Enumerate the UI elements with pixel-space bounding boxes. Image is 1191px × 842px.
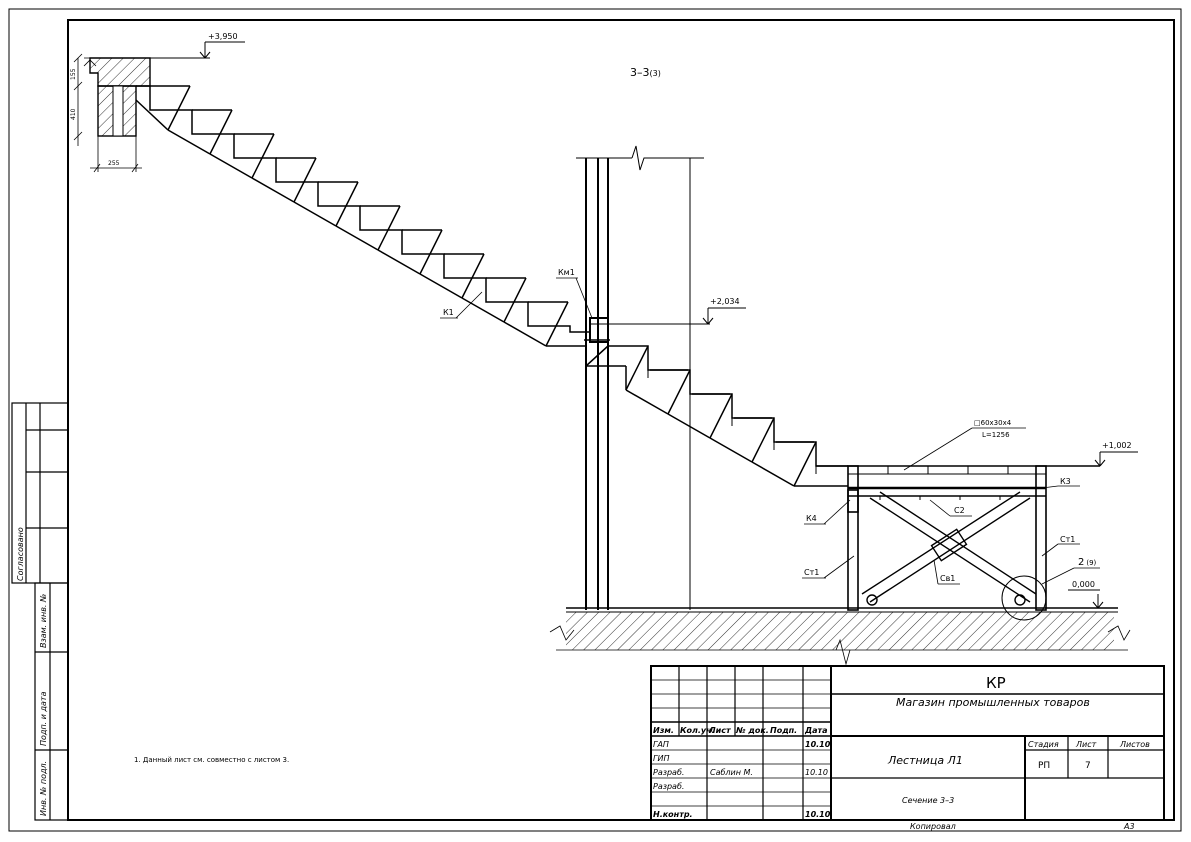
- tb-stage: РП: [1038, 761, 1050, 771]
- leader-k4: [823, 499, 851, 525]
- tb-stage-label: Стадия: [1028, 740, 1059, 749]
- margin-vzam-inv: Взам. инв. №: [39, 594, 48, 648]
- tb-header-izm: Изм.: [653, 726, 674, 735]
- label-km1: Км1: [558, 268, 575, 277]
- upper-flight-ticks: [149, 86, 529, 310]
- elevation-landing-label: +2,034: [710, 297, 740, 306]
- label-c2: С2: [954, 506, 965, 515]
- margin-podp-data: Подп. и дата: [39, 691, 48, 746]
- label-ct1-left: Ст1: [804, 568, 819, 577]
- tb-sheets-label: Листов: [1119, 740, 1150, 749]
- tb-row-date-5: 10.10: [805, 810, 831, 819]
- elevation-mark-top: [150, 41, 245, 59]
- tb-header-kol: Кол.уч.: [680, 726, 715, 735]
- tb-project: Магазин промышленных товаров: [896, 696, 1090, 709]
- tb-sheet-name: Сечение 3–3: [902, 796, 954, 805]
- tb-row-name-2: Саблин М.: [710, 768, 753, 777]
- leader-km1: [575, 277, 593, 319]
- label-node-2: 2(9): [1078, 557, 1097, 568]
- leader-cv1: [933, 559, 939, 585]
- title-block: [650, 665, 1165, 821]
- label-k4: К4: [806, 514, 817, 523]
- platform-frame: [816, 465, 1100, 611]
- section-title: 3–3(3): [630, 66, 661, 79]
- elevation-platform-label: +1,002: [1102, 441, 1132, 450]
- tb-row-role-3: Разраб.: [653, 782, 684, 791]
- central-column: [576, 145, 704, 610]
- tb-row-role-5: Н.контр.: [653, 810, 693, 819]
- label-ct1-right: Ст1: [1060, 535, 1075, 544]
- leader-ct1-left: [823, 555, 855, 579]
- leader-ct1-right: [1041, 543, 1059, 557]
- dim-410: 410: [70, 108, 77, 120]
- ground-slab: [549, 607, 1131, 666]
- cross-bracing: [861, 491, 1037, 606]
- margin-soglasovano: Согласовано: [16, 527, 25, 581]
- sheet-note: 1. Данный лист см. совместно с листом 3.: [134, 756, 289, 764]
- leader-node-2: [1041, 567, 1075, 585]
- left-margin-table: [11, 402, 69, 821]
- tb-row-date-0: 10.10: [805, 740, 831, 749]
- elevation-mark-landing: [702, 307, 746, 325]
- elevation-mark-ground: [1068, 589, 1104, 609]
- tb-header-podp: Подп.: [770, 726, 797, 735]
- dim-255: 255: [108, 160, 120, 167]
- footer-copied: Копировал: [910, 822, 956, 831]
- lower-flight-ticks: [647, 370, 817, 474]
- dim-155: 155: [70, 68, 77, 80]
- support-dimensions: [73, 53, 142, 173]
- tb-code: КР: [986, 674, 1006, 692]
- elevation-mark-platform: [1094, 451, 1138, 467]
- landing-node-km1: [584, 317, 710, 343]
- top-support: [83, 57, 210, 137]
- tb-row-role-1: ГИП: [653, 754, 669, 763]
- leader-profile: [903, 427, 973, 471]
- label-k1: К1: [443, 308, 454, 317]
- upper-flight: [135, 85, 590, 347]
- tb-sheet-label: Лист: [1075, 740, 1097, 749]
- label-k3: К3: [1060, 477, 1071, 486]
- tb-row-date-2: 10.10: [805, 768, 828, 777]
- label-cv1: Св1: [940, 574, 955, 583]
- tb-sheet-no: 7: [1085, 761, 1091, 771]
- tb-drawing-name: Лестница Л1: [887, 754, 963, 767]
- tb-row-role-0: ГАП: [653, 740, 669, 749]
- leader-c2: [929, 499, 951, 517]
- leader-k3: [1041, 485, 1059, 489]
- label-profile-1: □60х30х4: [974, 419, 1012, 427]
- tb-header-date: Дата: [804, 726, 828, 735]
- margin-inv-podl: Инв. № подл.: [39, 761, 48, 816]
- elevation-top-label: +3,950: [208, 32, 238, 41]
- tb-row-role-2: Разраб.: [653, 768, 684, 777]
- leader-k1: [455, 291, 483, 319]
- label-profile-2: L=1256: [982, 431, 1010, 439]
- footer-format: А3: [1123, 822, 1135, 831]
- tb-header-list: Лист: [708, 726, 732, 735]
- elevation-ground-label: 0,000: [1072, 580, 1095, 589]
- outer-frame: [8, 8, 1182, 832]
- lower-flight: [585, 345, 848, 487]
- tb-header-doc: № док.: [735, 726, 769, 735]
